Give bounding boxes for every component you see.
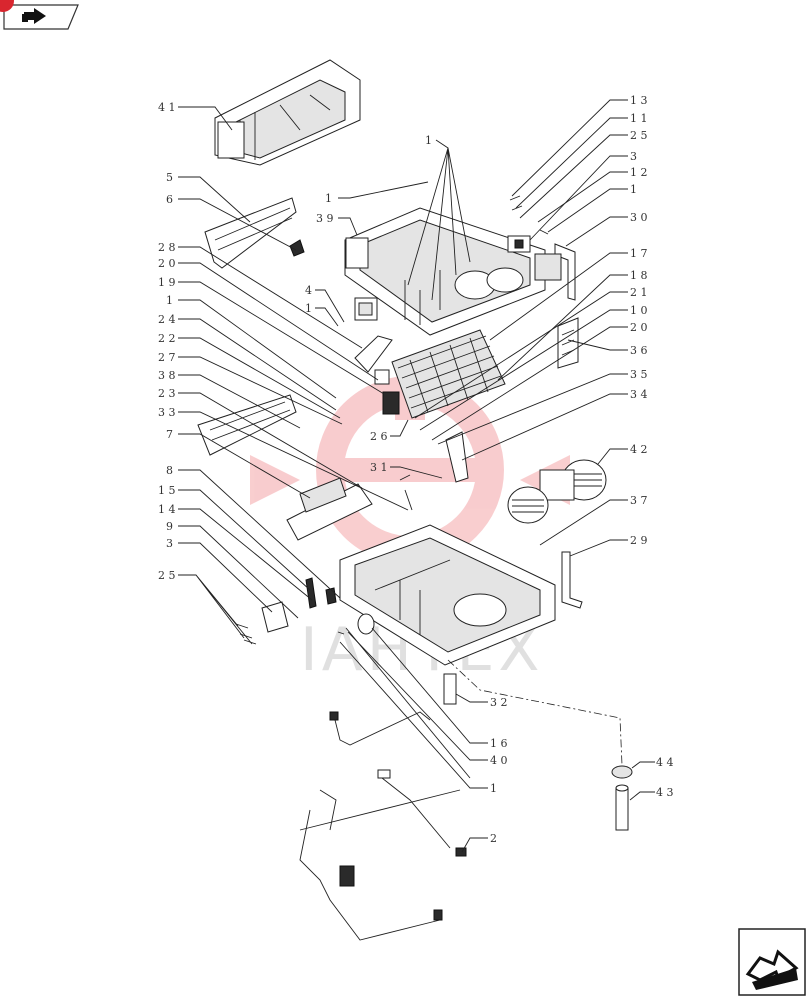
callout-27: 27 bbox=[158, 351, 179, 364]
part-36-side-panel bbox=[557, 317, 579, 369]
part-34-hose bbox=[445, 431, 469, 483]
callout-30: 30 bbox=[630, 211, 651, 224]
callout-3-right: 3 bbox=[630, 150, 641, 163]
part-4-actuator bbox=[354, 297, 378, 321]
callout-29: 29 bbox=[630, 534, 651, 547]
callout-24: 24 bbox=[158, 313, 179, 326]
callout-36: 36 bbox=[630, 344, 651, 357]
callout-6: 6 bbox=[166, 193, 177, 206]
part-13-small-components bbox=[507, 195, 549, 253]
part-28-gasket bbox=[354, 335, 393, 373]
callout-40: 40 bbox=[490, 754, 511, 767]
callout-38: 38 bbox=[158, 369, 179, 382]
callout-labels: 41 5 6 28 20 19 1 24 22 27 38 23 33 7 8 … bbox=[158, 94, 677, 845]
next-nav-button[interactable] bbox=[738, 928, 806, 996]
part-harness-upper bbox=[329, 627, 471, 779]
callout-21: 21 bbox=[630, 286, 651, 299]
callout-20-right: 20 bbox=[630, 321, 651, 334]
callout-1: 1 bbox=[166, 294, 177, 307]
callout-16: 16 bbox=[490, 737, 511, 750]
part-37-lower-housing bbox=[339, 524, 556, 666]
callout-5: 5 bbox=[166, 171, 177, 184]
callout-15: 15 bbox=[158, 484, 179, 497]
callout-17: 17 bbox=[630, 247, 651, 260]
callout-28: 28 bbox=[158, 241, 179, 254]
part-10-block-valve bbox=[374, 369, 400, 415]
part-25-screws bbox=[235, 623, 257, 645]
callout-33: 33 bbox=[158, 406, 179, 419]
callout-31: 31 bbox=[370, 461, 391, 474]
part-2-wire-harness bbox=[299, 769, 467, 941]
callout-35: 35 bbox=[630, 368, 651, 381]
part-17-evaporator-core bbox=[391, 329, 506, 419]
callout-23: 23 bbox=[158, 387, 179, 400]
callout-22: 22 bbox=[158, 332, 179, 345]
callout-43: 43 bbox=[656, 786, 677, 799]
part-7-panel bbox=[286, 477, 373, 541]
part-38-frame bbox=[197, 394, 413, 511]
part-43-rod bbox=[611, 765, 633, 831]
part-41-heater-unit bbox=[214, 59, 361, 166]
callout-14: 14 bbox=[158, 503, 179, 516]
arrow-right-icon bbox=[22, 8, 46, 24]
callout-12: 12 bbox=[630, 166, 651, 179]
callout-4: 4 bbox=[305, 284, 316, 297]
callout-39: 39 bbox=[316, 212, 337, 225]
callout-13: 13 bbox=[630, 94, 651, 107]
callout-9: 9 bbox=[166, 520, 177, 533]
part-42-blower-motor bbox=[507, 459, 607, 524]
callout-25: 25 bbox=[158, 569, 179, 582]
callout-25-right: 25 bbox=[630, 129, 651, 142]
callout-1-right: 1 bbox=[630, 183, 641, 196]
callout-10: 10 bbox=[630, 304, 651, 317]
callout-19: 19 bbox=[158, 276, 179, 289]
page-badge bbox=[0, 0, 14, 12]
leader-lines bbox=[178, 99, 655, 853]
callout-8: 8 bbox=[166, 464, 177, 477]
callout-20: 20 bbox=[158, 257, 179, 270]
part-5-filter-cover bbox=[204, 197, 305, 269]
part-29-bracket bbox=[561, 551, 583, 609]
callout-1-top: 1 bbox=[425, 134, 436, 147]
callout-37: 37 bbox=[630, 494, 651, 507]
callout-32: 32 bbox=[490, 696, 511, 709]
part-16-actuator bbox=[337, 613, 375, 635]
arrow-forward-icon bbox=[745, 949, 799, 990]
callout-41: 41 bbox=[158, 101, 179, 114]
callout-2: 2 bbox=[490, 832, 501, 845]
back-nav-button[interactable] bbox=[0, 0, 80, 32]
callout-18: 18 bbox=[630, 269, 651, 282]
callout-1-small: 1 bbox=[305, 302, 316, 315]
callout-1-mid: 1 bbox=[325, 192, 336, 205]
callout-3: 3 bbox=[166, 537, 177, 550]
callout-7: 7 bbox=[166, 428, 177, 441]
callout-42: 42 bbox=[630, 443, 651, 456]
callout-44: 44 bbox=[656, 756, 677, 769]
callout-1-bottom: 1 bbox=[490, 782, 501, 795]
part-30-bracket bbox=[534, 243, 576, 301]
part-39-upper-housing bbox=[344, 207, 546, 336]
reference-line bbox=[447, 659, 623, 766]
callout-26: 26 bbox=[370, 430, 391, 443]
part-32-duct bbox=[443, 673, 457, 705]
callout-34: 34 bbox=[630, 388, 651, 401]
callout-11: 11 bbox=[630, 112, 651, 125]
